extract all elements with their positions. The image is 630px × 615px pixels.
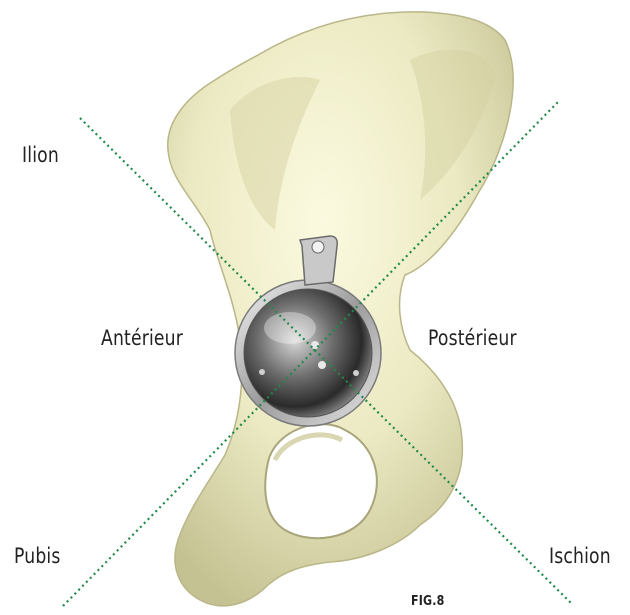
cup-hole — [353, 370, 359, 376]
label-posterieur: Postérieur — [428, 326, 517, 350]
label-ischion: Ischion — [549, 544, 611, 568]
acetabular-cup — [244, 289, 372, 417]
cup-hole — [259, 369, 265, 375]
cup-hole — [318, 361, 326, 369]
cup-tab-hole — [312, 241, 324, 253]
label-pubis: Pubis — [14, 544, 61, 568]
label-ilion: Ilion — [22, 143, 59, 167]
cup-highlight — [264, 312, 316, 344]
obturator-foramen — [265, 424, 377, 538]
label-anterieur: Antérieur — [101, 326, 183, 350]
figure-caption: FIG.8 — [411, 594, 444, 609]
